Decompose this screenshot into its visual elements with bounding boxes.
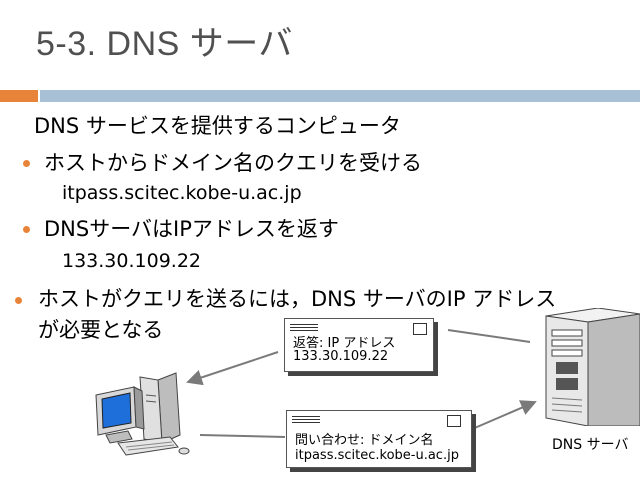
title-divider-bar bbox=[40, 90, 640, 102]
intro-text: DNS サービスを提供するコンピュータ bbox=[34, 114, 401, 138]
bullet-1-text: ホストからドメイン名のクエリを受ける bbox=[44, 151, 422, 175]
server-caption: DNS サーバ bbox=[552, 437, 629, 453]
envelope-lines-icon bbox=[292, 416, 320, 424]
reply-value: 133.30.109.22 bbox=[293, 349, 389, 364]
reply-message-card: 返答: IP アドレス 133.30.109.22 bbox=[284, 318, 434, 372]
envelope-lines-icon bbox=[290, 324, 318, 332]
query-message-card: 問い合わせ: ドメイン名 itpass.scitec.kobe-u.ac.jp bbox=[286, 410, 472, 468]
slide-title: 5-3. DNS サーバ bbox=[36, 25, 293, 63]
bullet-2-subtext: 133.30.109.22 bbox=[62, 250, 202, 272]
bullet-dot bbox=[23, 160, 30, 167]
query-label: 問い合わせ: ドメイン名 bbox=[295, 433, 434, 448]
title-accent-bar bbox=[0, 90, 38, 102]
bullet-dot bbox=[23, 226, 30, 233]
dns-server-icon bbox=[545, 308, 640, 426]
stamp-icon bbox=[413, 323, 427, 335]
bullet-3-line-1: ホストがクエリを送るには，DNS サーバのIP アドレス bbox=[38, 287, 557, 311]
bullet-3-line-2: が必要となる bbox=[38, 318, 164, 342]
bullet-2-text: DNSサーバはIPアドレスを返す bbox=[44, 217, 339, 241]
bullet-dot bbox=[15, 297, 22, 304]
query-value: itpass.scitec.kobe-u.ac.jp bbox=[295, 448, 459, 463]
host-computer-icon bbox=[95, 372, 190, 456]
reply-label: 返答: IP アドレス bbox=[293, 336, 396, 351]
reply-arrow bbox=[186, 351, 279, 386]
stamp-icon bbox=[447, 415, 461, 427]
query-arrow bbox=[469, 400, 537, 431]
bullet-1-subtext: itpass.scitec.kobe-u.ac.jp bbox=[62, 182, 302, 204]
query-arrow-tail bbox=[199, 434, 286, 438]
reply-arrow-tail bbox=[447, 329, 531, 343]
